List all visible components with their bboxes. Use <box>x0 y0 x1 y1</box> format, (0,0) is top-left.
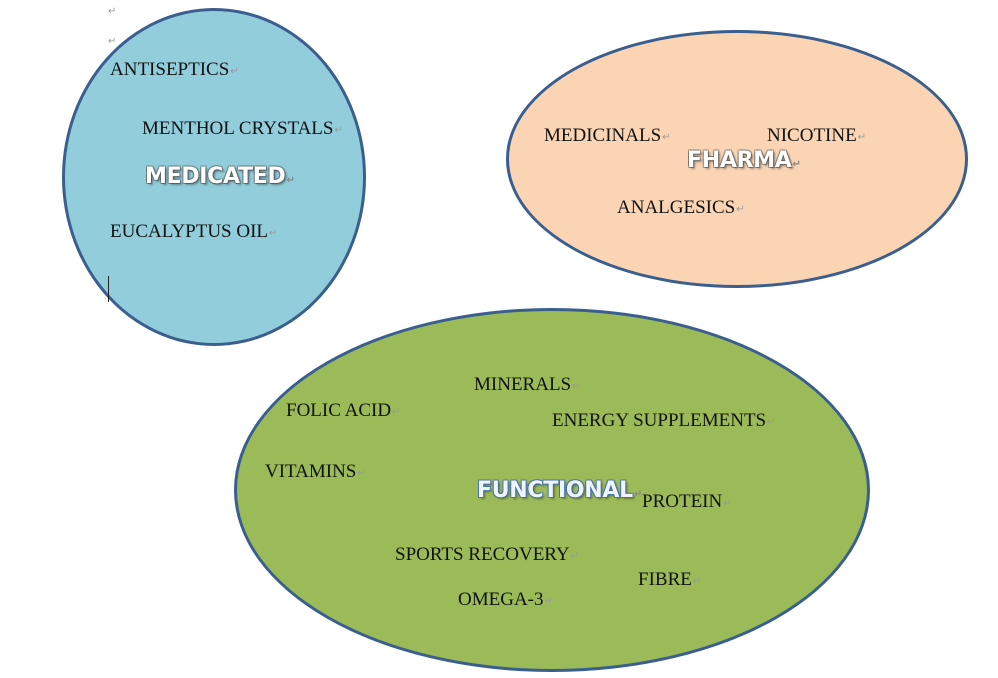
functional-item-sports-recovery: SPORTS RECOVERY↵ <box>395 545 579 564</box>
item-text: ANALGESICS <box>617 197 736 218</box>
paragraph-mark: ↵ <box>633 489 642 500</box>
medicated-ellipse[interactable] <box>62 8 366 346</box>
fharma-label: FHARMA↵ <box>687 150 801 172</box>
item-text: MEDICINALS <box>544 125 662 146</box>
functional-label: FUNCTIONAL↵ <box>477 480 642 502</box>
paragraph-mark: ↵ <box>723 498 732 509</box>
functional-ellipse[interactable] <box>234 308 870 672</box>
paragraph-mark: ↵ <box>736 204 745 215</box>
medicated-item-menthol-crystals: MENTHOL CRYSTALS↵ <box>142 119 343 138</box>
paragraph-mark: ↵ <box>857 132 867 143</box>
functional-item-protein: PROTEIN↵ <box>642 492 732 511</box>
item-text: OMEGA-3 <box>458 589 544 610</box>
paragraph-mark: ↵ <box>357 468 366 479</box>
paragraph-mark: ↵ <box>286 175 295 186</box>
paragraph-mark: ↵ <box>570 551 580 562</box>
category-text: FHARMA <box>687 148 792 173</box>
medicated-label: MEDICATED↵ <box>145 166 295 188</box>
item-text: FIBRE <box>638 569 692 590</box>
functional-item-energy-supplements: ENERGY SUPPLEMENTS↵ <box>552 411 776 430</box>
fharma-item-nicotine: NICOTINE↵ <box>767 126 866 145</box>
functional-item-fibre: FIBRE↵ <box>638 570 701 589</box>
paragraph-mark: ↵ <box>692 576 702 587</box>
item-text: PROTEIN <box>642 491 723 512</box>
functional-item-vitamins: VITAMINS↵ <box>265 462 366 481</box>
paragraph-mark: ↵ <box>792 159 801 170</box>
paragraph-mark: ↵ <box>108 6 117 17</box>
medicated-item-eucalyptus-oil: EUCALYPTUS OIL↵ <box>110 222 277 241</box>
item-text: MINERALS <box>474 374 572 395</box>
item-text: VITAMINS <box>265 461 357 482</box>
paragraph-mark: ↵ <box>767 417 776 428</box>
item-text: MENTHOL CRYSTALS <box>142 118 334 139</box>
category-text: MEDICATED <box>145 164 286 189</box>
item-text: EUCALYPTUS OIL <box>110 221 269 242</box>
medicated-item-antiseptics: ANTISEPTICS↵ <box>110 60 239 79</box>
item-text: FOLIC ACID <box>286 400 392 421</box>
fharma-item-medicinals: MEDICINALS↵ <box>544 126 671 145</box>
paragraph-mark: ↵ <box>544 596 553 607</box>
paragraph-mark: ↵ <box>662 132 671 143</box>
fharma-item-analgesics: ANALGESICS↵ <box>617 198 745 217</box>
fharma-ellipse[interactable] <box>506 30 968 288</box>
item-text: SPORTS RECOVERY <box>395 544 570 565</box>
item-text: ANTISEPTICS <box>110 59 230 80</box>
paragraph-mark: ↵ <box>392 407 401 418</box>
paragraph-mark: ↵ <box>108 36 117 47</box>
paragraph-mark: ↵ <box>334 125 343 136</box>
paragraph-mark: ↵ <box>230 66 239 77</box>
paragraph-mark: ↵ <box>572 381 581 392</box>
functional-item-minerals: MINERALS↵ <box>474 375 581 394</box>
paragraph-mark: ↵ <box>269 228 278 239</box>
functional-item-omega-3: OMEGA-3↵ <box>458 590 553 609</box>
category-text: FUNCTIONAL <box>477 478 633 503</box>
text-cursor <box>108 276 109 302</box>
functional-item-folic-acid: FOLIC ACID↵ <box>286 401 400 420</box>
item-text: NICOTINE <box>767 125 857 146</box>
item-text: ENERGY SUPPLEMENTS <box>552 410 767 431</box>
